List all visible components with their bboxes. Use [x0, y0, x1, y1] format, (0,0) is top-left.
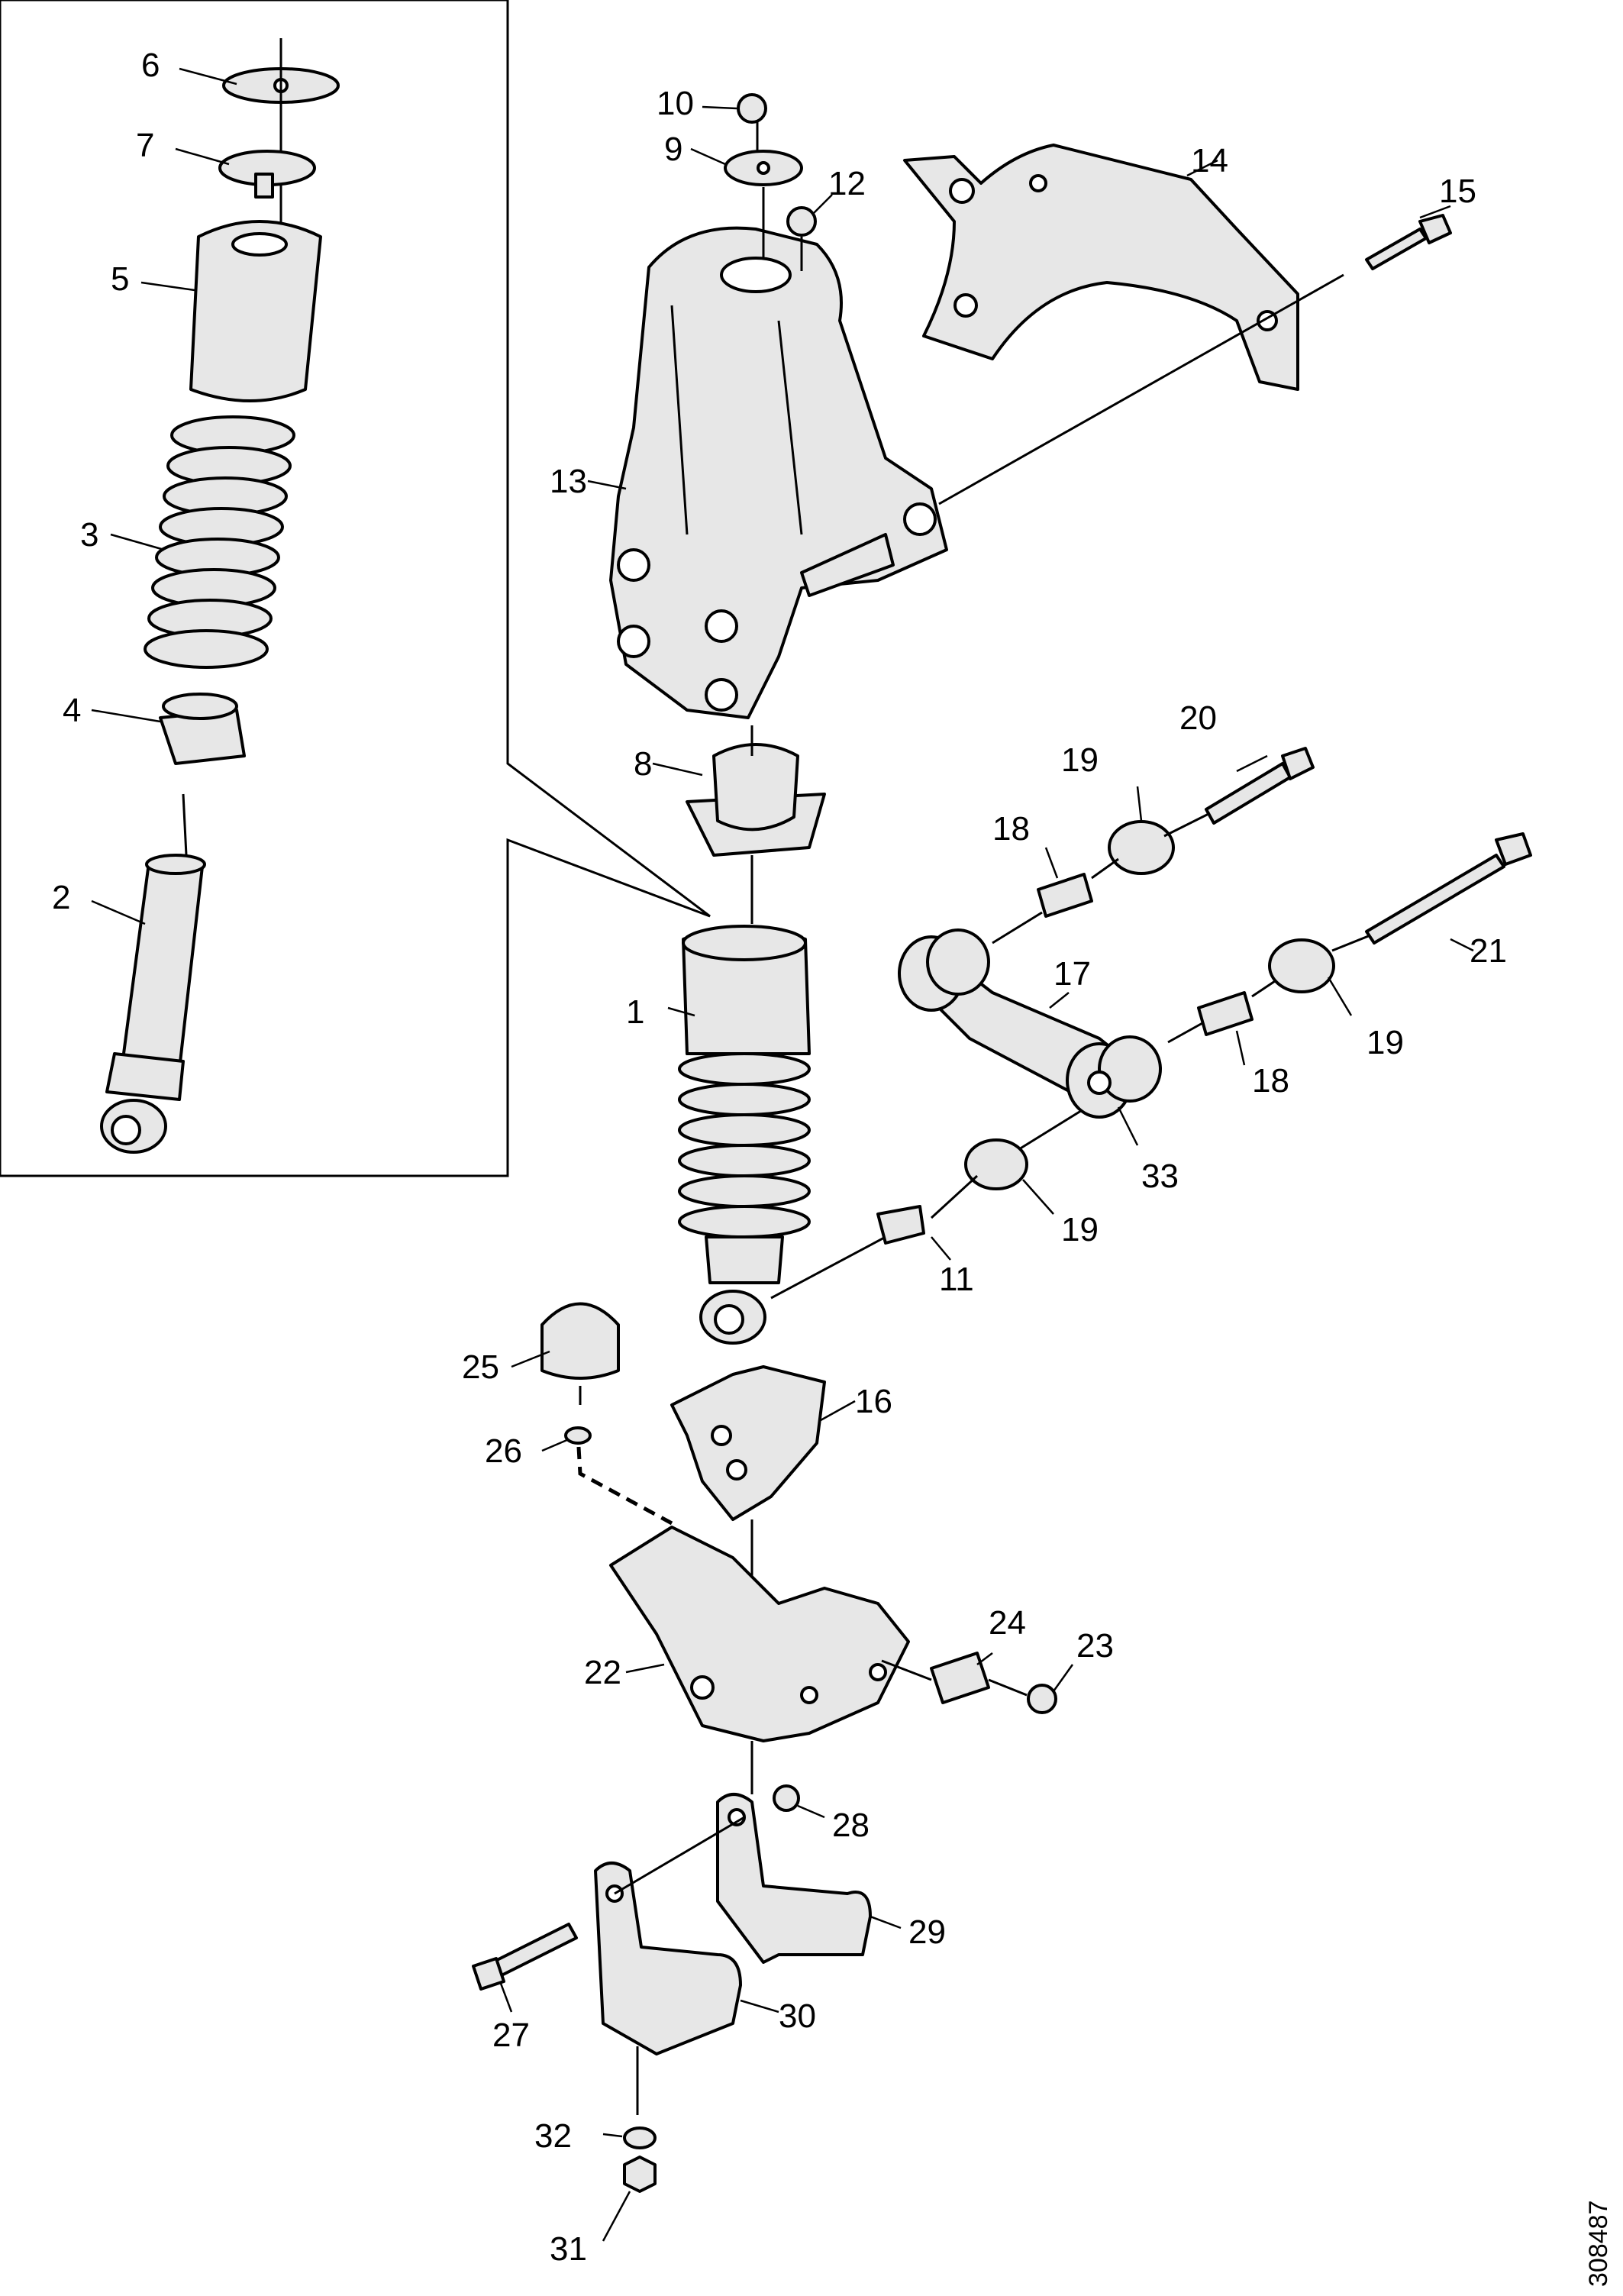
- callout-3: 3: [80, 516, 98, 554]
- callout-7: 7: [136, 127, 154, 164]
- callout-4: 4: [63, 692, 81, 729]
- washer-26: [564, 1426, 592, 1445]
- leader-lines: [91, 67, 1474, 2242]
- callout-8: 8: [634, 745, 652, 783]
- latch-bracket-16: [670, 1365, 826, 1521]
- bolt-21: [1365, 854, 1505, 945]
- dust-cover-5: [189, 220, 322, 402]
- callout-9: 9: [664, 131, 682, 168]
- callout-25: 25: [462, 1348, 499, 1386]
- callout-6: 6: [141, 47, 160, 84]
- reference-number: 308487: [1584, 2201, 1613, 2287]
- callout-10: 10: [657, 85, 694, 122]
- callout-12: 12: [828, 165, 866, 202]
- callout-30: 30: [779, 1997, 816, 2035]
- callout-20: 20: [1179, 699, 1217, 737]
- callouts: 6 7 5 3 4 2 10 9 12 14 15 13 8 1 20 19 1…: [52, 47, 1507, 2268]
- coil-spring-3: [144, 415, 295, 669]
- callout-24: 24: [989, 1604, 1026, 1642]
- bracket-13: [609, 226, 948, 719]
- washer-32: [623, 2126, 657, 2149]
- callout-11: 11: [939, 1261, 974, 1298]
- bolt-20: [1205, 762, 1292, 825]
- callout-19-lower: 19: [1061, 1211, 1099, 1248]
- bolt-27: [491, 1923, 578, 1978]
- bushing-18-upper: [1037, 873, 1093, 918]
- callout-19-right: 19: [1366, 1024, 1404, 1061]
- spring-section: [678, 1052, 811, 1238]
- nut-12: [786, 206, 817, 237]
- washer-19-upper: [1108, 820, 1175, 875]
- callout-13: 13: [550, 463, 587, 500]
- lower-base-22: [609, 1526, 910, 1742]
- washer-19-right: [1268, 938, 1335, 993]
- bracket-30: [594, 1862, 742, 2055]
- callout-27: 27: [492, 2017, 530, 2054]
- callout-29: 29: [908, 1913, 946, 1951]
- callout-19-upper: 19: [1061, 741, 1099, 779]
- callout-17: 17: [1053, 955, 1091, 993]
- inset-group: [100, 38, 340, 1154]
- shock-absorber-2: [121, 861, 204, 1070]
- callout-16: 16: [855, 1383, 892, 1420]
- nut-10: [737, 93, 767, 124]
- nut-31: [623, 2156, 657, 2193]
- callout-21: 21: [1470, 932, 1507, 970]
- callout-15: 15: [1439, 173, 1476, 210]
- callout-2: 2: [52, 879, 70, 916]
- callout-28: 28: [832, 1807, 870, 1844]
- nut-23: [1027, 1684, 1057, 1714]
- cab-bracket-14: [903, 144, 1299, 391]
- callout-18-lower: 18: [1252, 1062, 1289, 1100]
- washer-19-lower: [964, 1138, 1028, 1190]
- detail-inset-frame: [0, 0, 711, 1177]
- bushing-11: [876, 1205, 925, 1245]
- bracket-29: [716, 1793, 872, 1964]
- callout-23: 23: [1076, 1627, 1114, 1665]
- callout-22: 22: [584, 1654, 621, 1691]
- spacer-24: [930, 1652, 990, 1704]
- nut-28: [773, 1784, 800, 1812]
- bushing-18-lower: [1197, 991, 1254, 1036]
- bolt-15: [1365, 228, 1428, 270]
- callout-5: 5: [111, 260, 129, 298]
- callout-33: 33: [1141, 1158, 1179, 1195]
- rubber-stop-25: [540, 1302, 620, 1380]
- callout-18-upper: 18: [992, 810, 1030, 848]
- callout-1: 1: [626, 993, 644, 1031]
- callout-31: 31: [550, 2230, 587, 2268]
- callout-26: 26: [485, 1432, 522, 1470]
- callout-14: 14: [1191, 142, 1228, 179]
- callout-32: 32: [534, 2117, 572, 2155]
